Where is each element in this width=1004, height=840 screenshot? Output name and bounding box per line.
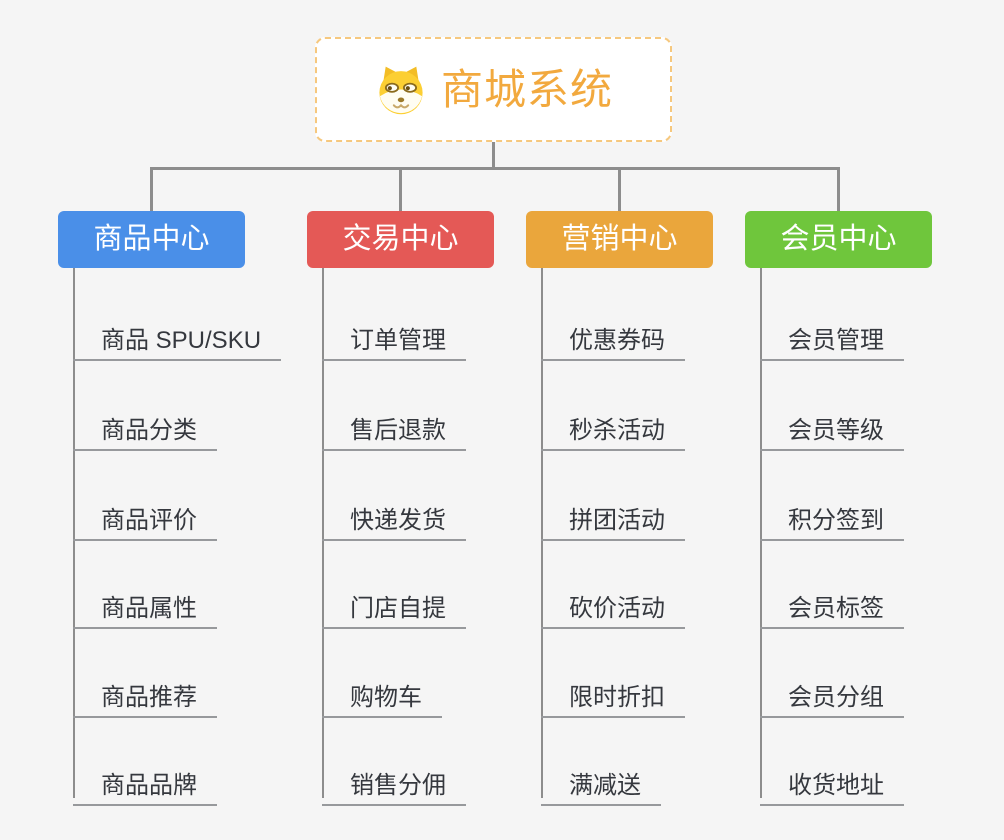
root-title: 商城系统 (440, 65, 613, 113)
mindmap-item-shopping-cart[interactable]: 购物车 (322, 672, 442, 718)
mindmap-item-order-management[interactable]: 订单管理 (322, 315, 466, 361)
mindmap-item-bargain-activity[interactable]: 砍价活动 (541, 583, 685, 629)
mindmap-item-sales-commission[interactable]: 销售分佣 (322, 760, 466, 806)
mindmap-item-product-recommend[interactable]: 商品推荐 (73, 672, 217, 718)
branch-spine (760, 268, 762, 798)
connector-drop-marketing (618, 167, 621, 212)
connector-drop-trade (399, 167, 402, 212)
branch-trade-center[interactable]: 交易中心 (307, 211, 494, 268)
branch-column-product: 商品中心 商品 SPU/SKU 商品分类 商品评价 商品属性 商品推荐 商品品牌 (58, 211, 318, 811)
branch-column-trade: 交易中心 订单管理 售后退款 快递发货 门店自提 购物车 销售分佣 (307, 211, 567, 811)
branch-spine (73, 268, 75, 798)
branch-spine (322, 268, 324, 798)
mindmap-item-member-tag[interactable]: 会员标签 (760, 583, 904, 629)
mindmap-item-member-group[interactable]: 会员分组 (760, 672, 904, 718)
branch-marketing-center[interactable]: 营销中心 (526, 211, 713, 268)
branch-member-center[interactable]: 会员中心 (745, 211, 932, 268)
dog-icon (379, 66, 423, 114)
mindmap-item-product-attribute[interactable]: 商品属性 (73, 583, 217, 629)
mindmap-item-limited-time-discount[interactable]: 限时折扣 (541, 672, 685, 718)
mindmap-item-product-review[interactable]: 商品评价 (73, 495, 217, 541)
mindmap-item-points-checkin[interactable]: 积分签到 (760, 495, 904, 541)
root-node[interactable]: 商城系统 (315, 37, 672, 142)
mindmap-item-full-reduction[interactable]: 满减送 (541, 760, 661, 806)
mindmap-item-group-buy[interactable]: 拼团活动 (541, 495, 685, 541)
mindmap-item-flash-sale[interactable]: 秒杀活动 (541, 405, 685, 451)
mindmap-item-shipping-address[interactable]: 收货地址 (760, 760, 904, 806)
mindmap-item-product-category[interactable]: 商品分类 (73, 405, 217, 451)
mindmap-item-express-shipping[interactable]: 快递发货 (322, 495, 466, 541)
mindmap-item-aftersale-refund[interactable]: 售后退款 (322, 405, 466, 451)
connector-drop-member (837, 167, 840, 212)
branch-spine (541, 268, 543, 798)
connector-drop-product (150, 167, 153, 212)
connector-bus (150, 167, 840, 170)
mindmap-item-coupon-code[interactable]: 优惠券码 (541, 315, 685, 361)
mindmap-item-product-spu-sku[interactable]: 商品 SPU/SKU (73, 315, 282, 361)
branch-product-center[interactable]: 商品中心 (58, 211, 245, 268)
branch-column-marketing: 营销中心 优惠券码 秒杀活动 拼团活动 砍价活动 限时折扣 满减送 (526, 211, 786, 811)
mindmap-item-product-brand[interactable]: 商品品牌 (73, 760, 217, 806)
mindmap-item-member-management[interactable]: 会员管理 (760, 315, 904, 361)
mindmap-item-store-pickup[interactable]: 门店自提 (322, 583, 466, 629)
mindmap-item-member-level[interactable]: 会员等级 (760, 405, 904, 451)
connector-root-stub (492, 142, 495, 170)
branch-column-member: 会员中心 会员管理 会员等级 积分签到 会员标签 会员分组 收货地址 (745, 211, 1004, 811)
